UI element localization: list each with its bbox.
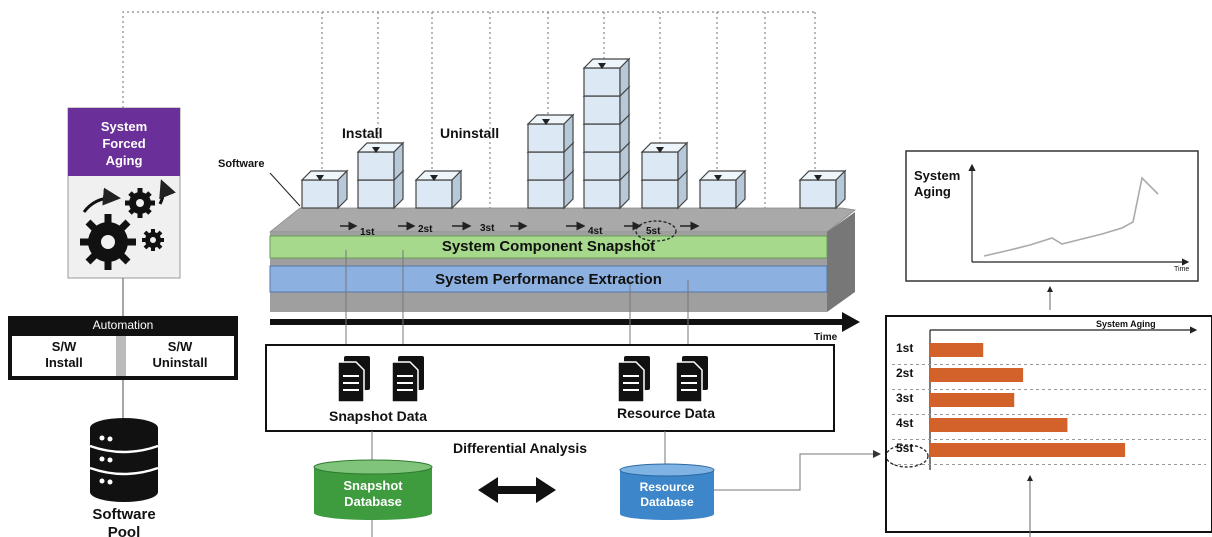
database-server-icon [89,418,159,502]
time-label: Time [814,332,838,343]
install-label: Install [342,125,383,141]
snapshot-database-line: Database [344,494,402,509]
document-icon [675,356,708,403]
resource-database-line: Resource [639,480,695,494]
time-arrow-head [842,312,860,332]
software-cube [356,141,405,182]
system-forced-aging-card [67,107,181,279]
bar-5st [930,443,1126,457]
software-cube [582,57,631,98]
cube-drop-arrow [814,175,822,181]
line-chart-ylabel: System Aging [914,168,960,200]
cube-drop-arrow [714,175,722,181]
order-label-2st: 2st [418,224,433,235]
bar-label-2st: 2st [896,366,914,380]
order-label-4st: 4st [588,226,603,237]
document-icon [391,356,424,403]
system-performance-extraction-band [269,265,828,293]
forced-aging-title-line: Forced [102,136,146,151]
aging-trend-line [983,176,1159,257]
sw-install-line: S/W [51,339,77,354]
forced-aging-title-line: System [100,119,148,134]
resource-database-line: Database [640,495,694,509]
cube-drop-arrow [542,119,550,125]
sw-install-line: Install [45,355,83,370]
bar-label-5st: 5st [896,441,914,455]
snapshot-database-label: Snapshot Database [314,478,432,510]
bar-label-4st: 4st [896,416,914,430]
cube-drop-arrow [372,147,380,153]
cube-drop-arrow [598,63,606,69]
forced-aging-title: System Forced Aging [68,118,180,169]
forced-aging-header [68,108,180,176]
snapshot-data-label: Snapshot Data [328,408,427,424]
order-label-5st: 5st [646,226,661,237]
bar-label-1st: 1st [896,341,914,355]
resource-database-cylinder [619,463,715,520]
bar-2st [930,368,1024,382]
line-chart-ylabel-line: System [914,168,961,183]
software-pool-line: Software [92,506,156,523]
system-aging-line-chart-frame [905,150,1199,282]
sw-install-button[interactable]: S/W Install [12,339,116,371]
5st-highlight-ellipse [635,220,677,242]
software-label: Software [218,158,265,170]
bidirectional-arrow [478,477,556,503]
software-pool-line: Pool [107,524,141,537]
gears-icon [80,179,176,270]
differential-analysis-label: Differential Analysis [452,440,588,456]
line-chart-axes [968,163,1190,266]
bar-chart-bars [930,343,1126,457]
bar-4st [930,418,1068,432]
snapshot-database-cylinder [313,459,433,520]
aging-platform [268,207,856,312]
software-pointer-line [269,172,301,207]
resource-data-label: Resource Data [616,405,716,421]
bar-chart-title: System Aging [1096,319,1156,329]
automation-label: Automation [92,318,154,332]
5st-bar-highlight [885,444,929,468]
cube-drop-arrow [656,147,664,153]
system-component-snapshot-band [269,235,828,259]
dotted-feedback-lines [122,11,816,214]
cube-drop-arrow [430,175,438,181]
system-performance-extraction-label: System Performance Extraction [435,271,662,288]
document-icon [337,356,370,403]
resource-database-label: Resource Database [620,480,714,510]
software-cube [300,169,349,210]
order-label-3st: 3st [480,223,495,234]
software-cube [582,85,631,126]
software-cube [698,169,747,210]
bar-3st [930,393,1015,407]
snapshot-database-line: Snapshot [343,478,403,493]
software-cube [414,169,463,210]
bar-label-3st: 3st [896,391,914,405]
system-component-snapshot-label: System Component Snapshot [441,238,656,255]
software-cube [798,169,847,210]
software-cubes [300,57,847,210]
document-icon [617,356,650,403]
bar-chart-gridlines [892,364,1206,465]
cube-drop-arrow [316,175,324,181]
uninstall-label: Uninstall [440,125,500,141]
line-chart-xlabel: Time [1174,266,1190,273]
band-connectors [345,250,689,352]
forced-aging-title-line: Aging [105,153,143,168]
sw-uninstall-button[interactable]: S/W Uninstall [126,339,234,371]
order-label-1st: 1st [360,227,375,238]
bar-1st [930,343,984,357]
software-cube [526,113,575,154]
software-pool-label: Software Pool [60,506,188,537]
sw-uninstall-line: S/W [167,339,193,354]
automation-box [8,316,238,380]
software-cube [640,141,689,182]
sw-uninstall-line: Uninstall [152,355,208,370]
document-icons [337,356,708,403]
line-chart-ylabel-line: Aging [914,184,951,199]
